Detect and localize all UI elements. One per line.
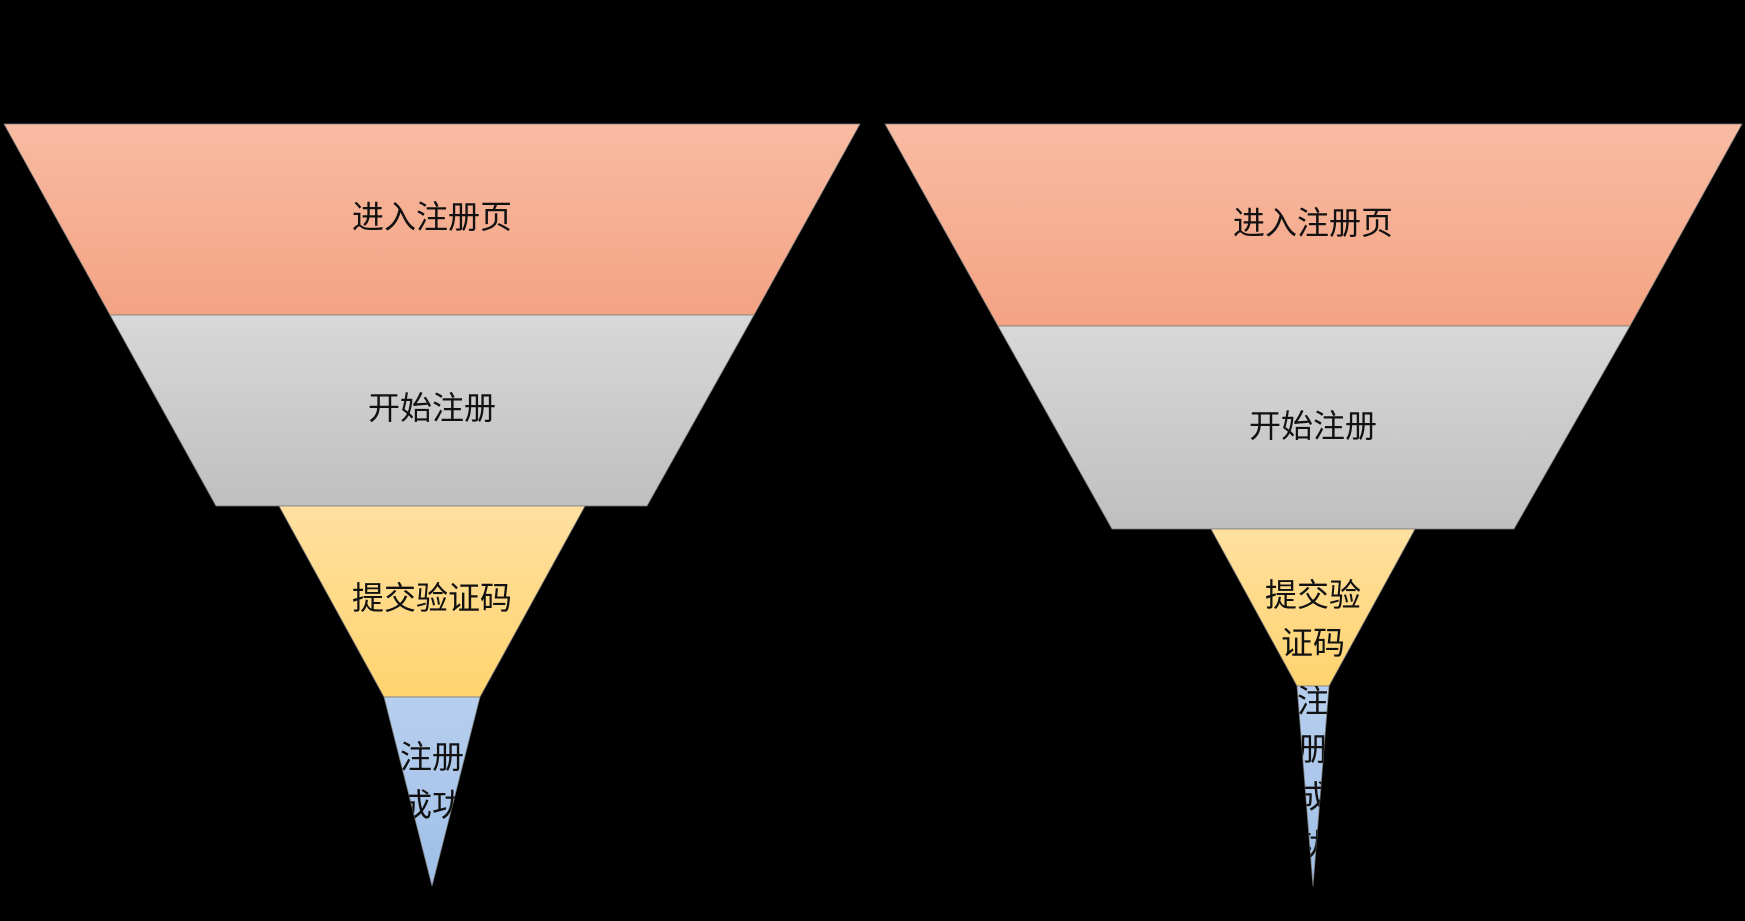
funnel-left-stage-4-shape — [383, 696, 481, 887]
funnel-right-stage-2: 开始注册 — [997, 325, 1631, 530]
funnel-right-stage-1-label: 进入注册页 — [1233, 204, 1393, 242]
funnel-left-stage-3: 提交验证码 — [278, 505, 586, 698]
funnel-left-stage-3-label: 提交验证码 — [352, 579, 512, 617]
funnel-left-stage-4: 注册成功 — [383, 696, 481, 887]
funnel-right-stage-3: 提交验证码 — [1210, 528, 1416, 687]
funnel-left-stage-1-label: 进入注册页 — [352, 198, 512, 236]
funnel-right-stage-4: 注册成功 — [1296, 685, 1330, 887]
funnel-right-stage-2-label: 开始注册 — [1249, 407, 1377, 445]
funnel-right-stage-2-shape — [997, 325, 1631, 530]
funnel-left-stage-1: 进入注册页 — [3, 123, 861, 316]
funnel-right-stage-1: 进入注册页 — [884, 123, 1743, 327]
funnel-left-stage-2-label: 开始注册 — [368, 389, 496, 427]
funnel-right: 进入注册页 开始注册 提交验证码 注册成功 — [884, 123, 1743, 887]
funnel-left: 进入注册页 开始注册 提交验证码 注册成功 — [3, 123, 861, 887]
funnel-left-stage-2: 开始注册 — [109, 314, 755, 507]
funnel-left-stage-2-shape — [109, 314, 755, 507]
funnel-right-stage-4-shape — [1296, 685, 1330, 887]
funnel-right-stage-3-label: 提交验证码 — [1265, 576, 1361, 662]
